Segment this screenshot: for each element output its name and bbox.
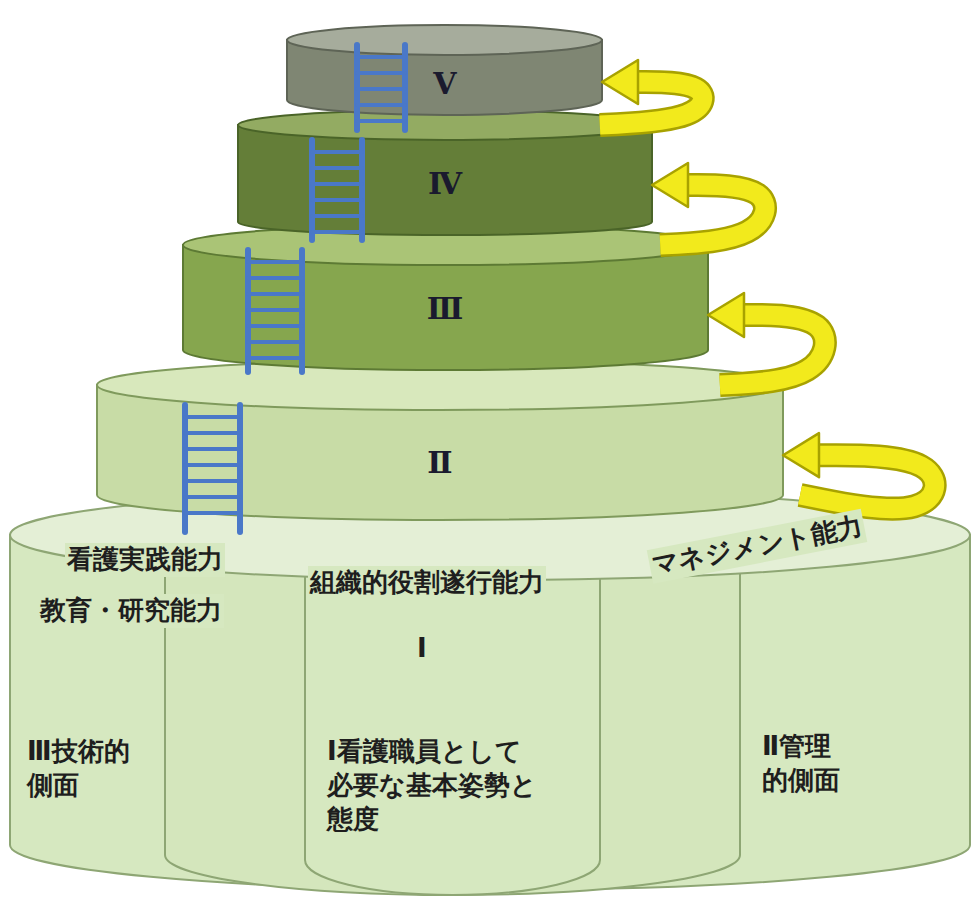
ability-label: マネジメント能力 [647, 509, 867, 584]
ladder-rung [312, 214, 362, 218]
base-box: 看護実践能力教育・研究能力 組織的役割遂行能力 マネジメント能力 Ⅲ技術的側面 Ⅰ Ⅰ看護… [10, 495, 970, 895]
ability-label: 看護実践能力 [65, 543, 225, 577]
ladder-rung [185, 495, 240, 499]
level-up-arrow [708, 293, 825, 385]
tier-two [97, 360, 783, 520]
level-up-arrow [652, 163, 765, 245]
tier-box: Ⅱ [97, 385, 783, 520]
aspect-column: Ⅱ管理的側面 [745, 720, 945, 820]
ladder-rung [185, 463, 240, 467]
tier-box: Ⅳ [238, 125, 652, 235]
aspect-label: Ⅱ管理的側面 [760, 730, 847, 798]
aspect-label: Ⅰ看護職員として必要な基本姿勢と態度 [325, 735, 542, 836]
ladder-rung [185, 431, 240, 435]
arrow-body [800, 455, 935, 509]
ladder-rung [312, 198, 362, 202]
level-up-arrow [783, 433, 935, 509]
ladder-rung [185, 479, 240, 483]
ladder-rail [309, 140, 315, 240]
ladder-rung [357, 103, 405, 107]
level-label: Ⅲ [427, 289, 464, 328]
ladder-rung [185, 415, 240, 419]
aspect-column: Ⅲ技術的側面 [15, 725, 160, 825]
level-label: Ⅴ [433, 64, 456, 103]
arrow-outline [800, 455, 935, 509]
ladder-rung [312, 166, 362, 170]
ladder-rung [248, 324, 302, 328]
ladder-rung [357, 71, 405, 75]
ladder-rung [185, 511, 240, 515]
tier-top [287, 25, 602, 55]
level-label: Ⅱ [427, 443, 452, 482]
tier-body [238, 125, 652, 235]
tier-five [287, 25, 602, 115]
ladder-rung [357, 55, 405, 59]
ladder-rung [248, 292, 302, 296]
arrow-head [602, 60, 638, 104]
ladder-rung [312, 150, 362, 154]
ability-label: 組織的役割遂行能力 [308, 566, 546, 600]
ladder-rail [359, 140, 365, 240]
arrow-head [708, 293, 744, 337]
ladder-rung [248, 340, 302, 344]
ladder-rung [312, 230, 362, 234]
ladder-rung [248, 356, 302, 360]
column-body [165, 560, 740, 895]
arrow-head [783, 433, 819, 477]
aspect-column: Ⅰ Ⅰ看護職員として必要な基本姿勢と態度 [305, 615, 600, 865]
tier-box: Ⅲ [183, 245, 708, 370]
ability-label: 教育・研究能力 [38, 594, 224, 628]
ladder-rung [248, 276, 302, 280]
tier-four [238, 110, 652, 235]
level-label: Ⅳ [428, 164, 462, 203]
ladder-rung [312, 182, 362, 186]
ladder-rung [185, 447, 240, 451]
aspect-label: Ⅰ [415, 632, 429, 666]
tier-three [183, 225, 708, 370]
ladders [185, 45, 405, 532]
level-up-arrow [600, 60, 703, 125]
ladder-rung [357, 119, 405, 123]
tier-box: Ⅴ [287, 40, 602, 115]
aspect-label: Ⅲ技術的側面 [25, 735, 141, 803]
base-cylinder [10, 490, 970, 895]
ladder-rung [248, 308, 302, 312]
arrow-head [652, 163, 688, 207]
ladder-rung [357, 87, 405, 91]
column-body [305, 570, 600, 895]
ladder-rung [248, 260, 302, 264]
